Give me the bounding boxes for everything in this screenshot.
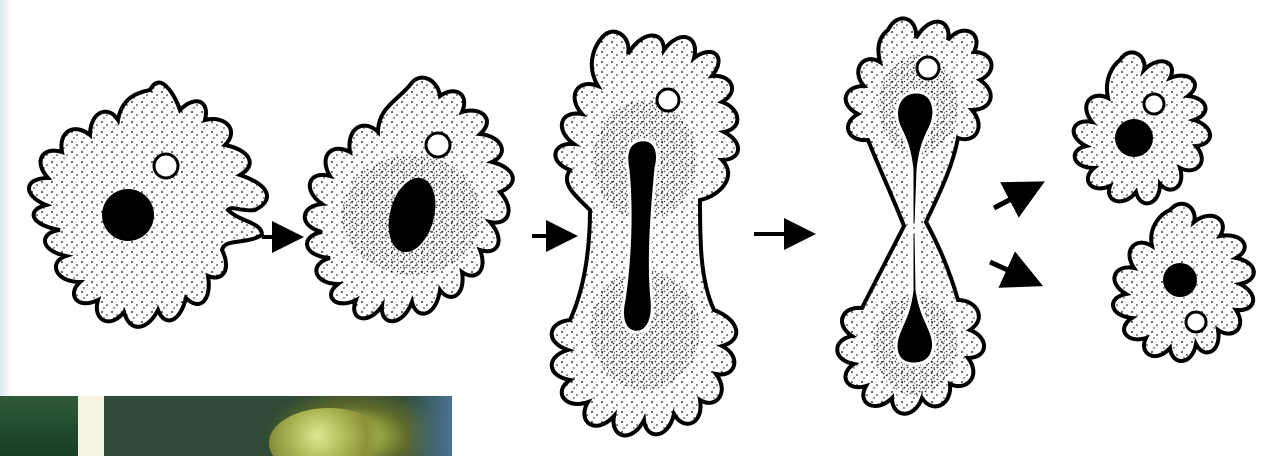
contractile-vacuole — [917, 57, 939, 79]
amoeba-daughter-top — [1074, 52, 1210, 203]
micrograph-photo — [0, 396, 452, 456]
contractile-vacuole — [154, 154, 178, 178]
nucleus — [1163, 263, 1197, 297]
arrow-5 — [990, 262, 1034, 282]
arrow-4 — [994, 186, 1036, 208]
contractile-vacuole — [1144, 94, 1164, 114]
contractile-vacuole — [657, 89, 679, 111]
nucleus — [102, 189, 154, 241]
amoeba-stage-3 — [552, 32, 738, 436]
amoeba-stage-2 — [305, 78, 513, 322]
micrograph-divider — [78, 396, 104, 456]
nucleus — [1115, 119, 1153, 157]
amoeba-stage-1 — [29, 83, 267, 327]
micrograph-left-panel — [0, 396, 78, 456]
contractile-vacuole — [1186, 312, 1206, 332]
micrograph-amoeba-image — [104, 396, 452, 456]
amoeba-stage-4 — [837, 18, 991, 413]
amoeba-daughter-bottom — [1113, 204, 1254, 361]
contractile-vacuole — [426, 133, 450, 157]
